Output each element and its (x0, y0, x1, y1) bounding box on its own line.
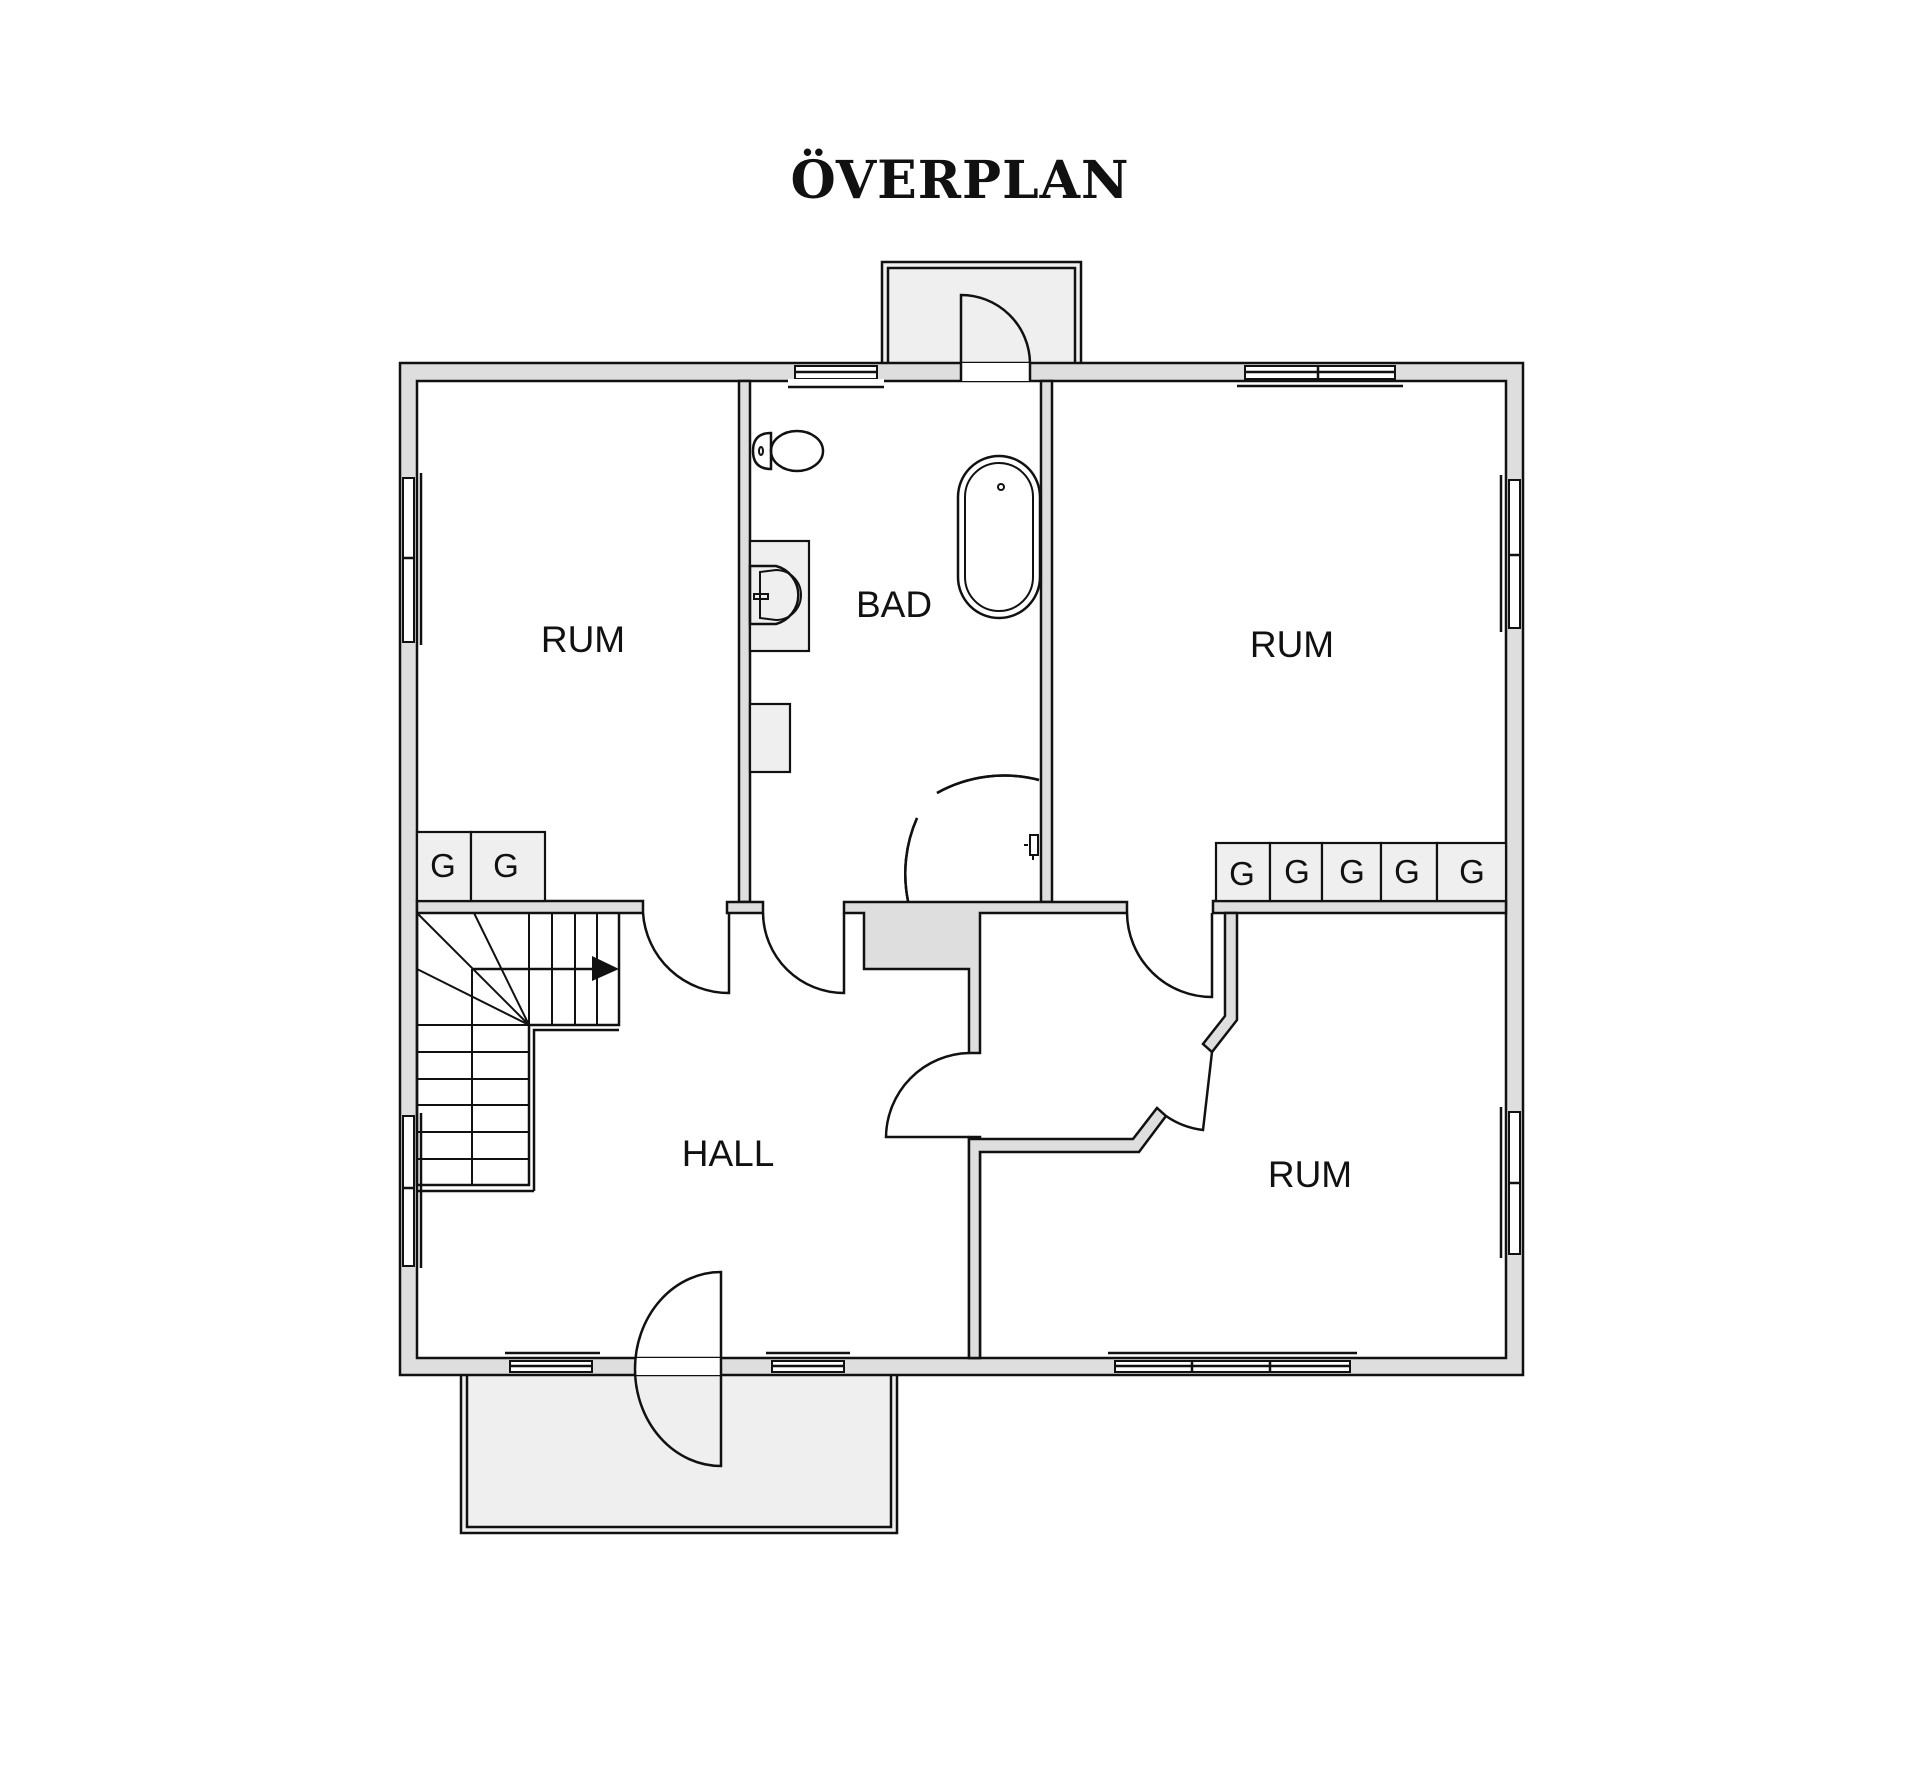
closet-label: G (430, 847, 456, 884)
closet-label: G (1339, 853, 1365, 890)
arrow-right-icon (592, 956, 619, 981)
floor-title: ÖVERPLAN (790, 150, 1130, 211)
doors (633, 293, 1214, 1468)
bathroom-fixtures (748, 429, 1042, 902)
closet-label: G (1229, 855, 1255, 892)
sink-icon (748, 564, 802, 626)
room-label-rum-upper-right: RUM (1249, 624, 1335, 665)
cabinet-icon (748, 702, 792, 774)
room-label-rum-lower-right: RUM (1267, 1154, 1353, 1195)
closet-label: G (493, 847, 519, 884)
top-balcony (880, 260, 1083, 368)
toilet-icon (751, 429, 825, 473)
closet-label: G (1284, 853, 1310, 890)
interior-walls (415, 379, 1508, 1360)
closet-label: G (1394, 853, 1420, 890)
windows (402, 365, 1521, 1373)
room-label-rum-upper-left: RUM (540, 619, 626, 660)
shower-icon (904, 774, 1040, 902)
staircase (415, 912, 621, 1193)
closets (415, 830, 1508, 903)
bathtub-icon (956, 454, 1042, 620)
closet-label: G (1459, 853, 1485, 890)
room-label-hall: HALL (681, 1133, 775, 1174)
room-label-bad: BAD (855, 584, 933, 625)
